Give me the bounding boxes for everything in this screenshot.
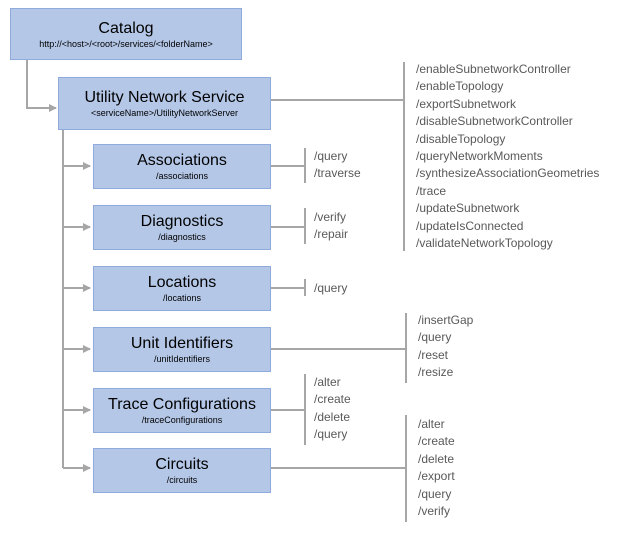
- trace-configurations-box: Trace Configurations /traceConfiguration…: [93, 388, 271, 433]
- operation-item: /disableTopology: [416, 131, 506, 146]
- associations-title: Associations: [137, 152, 227, 169]
- circuits-operations-list: /alter /create /delete /export /query /v…: [418, 416, 455, 520]
- associations-path: /associations: [155, 171, 209, 181]
- diagnostics-title: Diagnostics: [140, 213, 224, 230]
- operation-item: /query: [418, 486, 452, 501]
- unit-identifiers-box: Unit Identifiers /unitIdentifiers: [93, 327, 271, 372]
- unit-identifiers-path: /unitIdentifiers: [153, 354, 211, 364]
- operation-item: /query: [314, 149, 348, 163]
- locations-path: /locations: [162, 293, 202, 303]
- locations-title: Locations: [147, 274, 217, 291]
- operation-item: /disableSubnetworkController: [416, 114, 573, 129]
- catalog-box: Catalog http://<host>/<root>/services/<f…: [10, 8, 242, 60]
- operation-item: /create: [418, 434, 455, 449]
- operation-item: /enableSubnetworkController: [416, 62, 571, 76]
- operation-item: /repair: [314, 227, 349, 242]
- operation-item: /queryNetworkMoments: [416, 149, 543, 164]
- trace-configurations-title: Trace Configurations: [108, 396, 256, 413]
- operation-item: /reset: [418, 347, 449, 362]
- circuits-box: Circuits /circuits: [93, 448, 271, 493]
- operation-item: /exportSubnetwork: [416, 96, 517, 111]
- diagnostics-operations-list: /verify /repair: [314, 209, 348, 244]
- utility-network-service-path: <serviceName>/UtilityNetworkServer: [90, 108, 239, 118]
- diagnostics-box: Diagnostics /diagnostics: [93, 205, 271, 250]
- catalog-title: Catalog: [98, 19, 154, 37]
- operation-item: /insertGap: [418, 313, 474, 327]
- trace-configurations-path: /traceConfigurations: [141, 415, 223, 425]
- operation-item: /alter: [314, 375, 341, 389]
- catalog-path: http://<host>/<root>/services/<folderNam…: [39, 38, 213, 49]
- operation-item: /query: [418, 330, 452, 345]
- operation-item: /traverse: [314, 166, 361, 181]
- unit-identifiers-operations-list: /insertGap /query /reset /resize: [418, 312, 473, 382]
- utility-network-service-title: Utility Network Service: [84, 89, 245, 106]
- operation-item: /verify: [314, 210, 347, 224]
- locations-operations-list: /query: [314, 280, 347, 297]
- operation-item: /updateIsConnected: [416, 218, 524, 233]
- diagnostics-path: /diagnostics: [158, 232, 206, 242]
- operation-item: /trace: [416, 183, 447, 198]
- locations-box: Locations /locations: [93, 266, 271, 311]
- catalog-to-utility-connector: [26, 60, 57, 112]
- operation-item: /updateSubnetwork: [416, 201, 520, 216]
- operation-item: /enableTopology: [416, 79, 504, 94]
- associations-operations-list: /query /traverse: [314, 148, 361, 183]
- operation-item: /verify: [418, 504, 451, 519]
- associations-box: Associations /associations: [93, 144, 271, 189]
- operation-item: /delete: [314, 409, 351, 424]
- utility-operations-list: /enableSubnetworkController /enableTopol…: [416, 61, 599, 252]
- circuits-title: Circuits: [155, 456, 209, 473]
- trace-configurations-operations-list: /alter /create /delete /query: [314, 374, 351, 444]
- operation-item: /resize: [418, 365, 454, 380]
- operation-item: /delete: [418, 451, 455, 466]
- operation-item: /alter: [418, 417, 445, 431]
- operation-item: /query: [314, 281, 348, 295]
- operation-item: /export: [418, 469, 455, 484]
- operation-item: /synthesizeAssociationGeometries: [416, 166, 600, 181]
- circuits-path: /circuits: [166, 475, 198, 485]
- operation-item: /create: [314, 392, 351, 407]
- operation-item: /validateNetworkTopology: [416, 236, 553, 251]
- unit-identifiers-title: Unit Identifiers: [130, 335, 234, 352]
- utility-network-service-box: Utility Network Service <serviceName>/Ut…: [58, 77, 271, 130]
- operation-item: /query: [314, 427, 348, 442]
